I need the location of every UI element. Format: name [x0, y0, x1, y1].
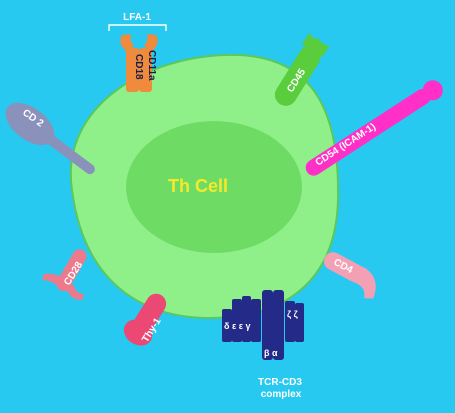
cd3-zeta-2	[295, 303, 304, 342]
tcr-right-chains: ζ ζ	[287, 309, 298, 319]
tcr-bottom-chains: β α	[264, 348, 278, 358]
cd18-stalk	[126, 48, 139, 92]
cd3-delta	[222, 309, 232, 342]
cd11a-cd18-molecule	[120, 34, 158, 92]
cd2-head	[5, 102, 55, 146]
cd45-head	[301, 32, 330, 58]
cd3-gamma	[251, 299, 261, 342]
cd54-head	[422, 80, 443, 101]
lfa1-label: LFA-1	[123, 12, 151, 23]
cd11a-stalk	[139, 48, 152, 92]
cd54-stalk	[305, 88, 431, 176]
cd2-molecule	[5, 102, 95, 175]
cd45-molecule	[274, 32, 330, 106]
cd45-stalk	[274, 46, 321, 106]
tcr-label-line1: TCR-CD3	[258, 377, 302, 388]
nucleus	[126, 121, 302, 253]
cd54-molecule	[305, 80, 443, 176]
cd4-molecule	[323, 252, 376, 299]
cd18-arm	[120, 34, 134, 52]
thy1-head	[123, 319, 153, 346]
tcr-left-chains: δ ε ε γ	[224, 321, 251, 331]
cd4-tail	[352, 265, 376, 299]
cell-title: Th Cell	[168, 176, 228, 196]
cd4-stalk	[323, 252, 364, 282]
tcr-beta	[262, 290, 273, 360]
cd3-epsilon-2	[242, 296, 251, 342]
thy1-molecule	[123, 293, 167, 346]
tcr-cd3-complex	[222, 290, 304, 360]
cd3-zeta-1	[285, 301, 295, 342]
cd28-stalk	[56, 249, 87, 291]
lfa1-bracket	[108, 24, 167, 31]
cd11a-arm	[144, 34, 158, 52]
cd3-epsilon-1	[232, 299, 242, 342]
cd18-label: CD18	[133, 54, 144, 80]
tcr-label-line2: complex	[261, 389, 302, 400]
cd28-molecule	[42, 249, 87, 300]
tcr-alpha	[273, 290, 284, 360]
cd11a-label: CD11a	[146, 50, 157, 81]
